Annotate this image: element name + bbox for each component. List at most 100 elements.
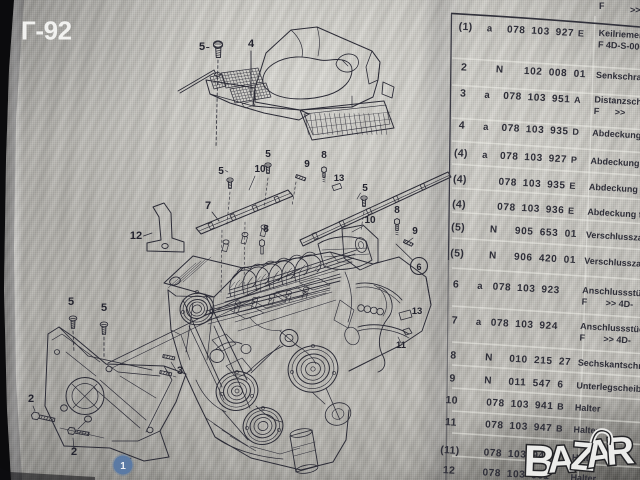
- svg-text:9: 9: [412, 226, 418, 237]
- svg-text:102 008 01: 102 008 01: [524, 66, 587, 80]
- svg-text:E: E: [578, 28, 585, 38]
- svg-text:078 103 927: 078 103 927: [500, 151, 568, 166]
- svg-text:13: 13: [412, 306, 423, 317]
- svg-text:a: a: [476, 317, 483, 328]
- svg-text:13: 13: [334, 173, 345, 184]
- svg-text:10: 10: [445, 394, 458, 407]
- svg-text:D: D: [572, 127, 580, 137]
- svg-text:078 103 923: 078 103 923: [492, 282, 560, 297]
- svg-text:Sechskantschraub: Sechskantschraub: [578, 357, 640, 371]
- svg-text:E: E: [568, 206, 575, 216]
- svg-text:Distanzschraube: Distanzschraube: [594, 94, 640, 108]
- svg-text:(5): (5): [450, 247, 464, 260]
- svg-text:N: N: [490, 224, 498, 235]
- svg-text:078 103 947: 078 103 947: [483, 447, 551, 462]
- svg-text:2: 2: [28, 393, 34, 405]
- svg-text:Senkschraube: Senkschraube: [596, 70, 640, 83]
- svg-text:8: 8: [321, 150, 327, 161]
- svg-text:Abdeckung fu. Za: Abdeckung fu. Za: [587, 207, 640, 221]
- svg-text:Halter: Halter: [570, 472, 597, 480]
- svg-text:6: 6: [453, 278, 460, 290]
- svg-text:078 103 935: 078 103 935: [501, 123, 569, 138]
- svg-text:078 103 947: 078 103 947: [485, 419, 553, 434]
- svg-text:4: 4: [248, 38, 255, 50]
- svg-text:8: 8: [263, 224, 269, 235]
- svg-text:5: 5: [265, 149, 271, 160]
- svg-text:12: 12: [130, 230, 142, 242]
- svg-text:Abdeckung fu. Za: Abdeckung fu. Za: [589, 182, 640, 196]
- svg-text:8: 8: [450, 349, 457, 361]
- svg-text:078 103 951: 078 103 951: [503, 91, 571, 106]
- svg-text:6: 6: [416, 262, 421, 272]
- svg-text:078 103 936: 078 103 936: [497, 202, 565, 217]
- svg-text:Halter: Halter: [573, 424, 600, 435]
- svg-text:>> 4D-: >> 4D-: [603, 334, 631, 346]
- svg-text:11: 11: [396, 340, 407, 351]
- svg-text:a: a: [477, 281, 484, 292]
- svg-text:8: 8: [394, 205, 400, 216]
- svg-text:(4): (4): [453, 173, 467, 186]
- svg-text:078 103 935: 078 103 935: [498, 177, 566, 192]
- svg-text:Z: Z: [569, 434, 597, 480]
- svg-text:N: N: [485, 352, 493, 363]
- svg-text:10: 10: [364, 215, 376, 226]
- svg-text:a: a: [487, 23, 494, 34]
- svg-text:B: B: [523, 436, 556, 480]
- svg-text:Anschlussstück: Anschlussstück: [582, 285, 640, 299]
- svg-text:10: 10: [254, 164, 266, 175]
- svg-text:1: 1: [120, 461, 126, 472]
- svg-text:P: P: [571, 155, 578, 165]
- svg-text:B: B: [556, 423, 564, 433]
- svg-text:(4): (4): [452, 198, 466, 211]
- svg-text:F: F: [599, 1, 605, 11]
- svg-text:N: N: [489, 250, 497, 261]
- svg-text:Anschlussstück: Anschlussstück: [580, 321, 640, 335]
- svg-text:5: 5: [218, 166, 224, 177]
- svg-text:(1): (1): [458, 21, 472, 34]
- svg-text:B: B: [557, 401, 565, 411]
- svg-text:9: 9: [449, 372, 456, 384]
- svg-text:078 103 961: 078 103 961: [482, 467, 550, 480]
- svg-text:Abdeckung f. Zah: Abdeckung f. Zah: [592, 128, 640, 142]
- svg-text:078 103 924: 078 103 924: [490, 318, 558, 333]
- svg-text:E: E: [569, 181, 576, 191]
- svg-text:010 215 27: 010 215 27: [509, 354, 572, 368]
- svg-text:Unterlegscheibe: Unterlegscheibe: [576, 380, 640, 394]
- svg-text:3: 3: [177, 365, 183, 377]
- svg-text:5: 5: [68, 296, 74, 308]
- svg-text:F: F: [581, 297, 588, 307]
- svg-text:a: a: [482, 150, 489, 161]
- svg-text:078 103 927: 078 103 927: [507, 24, 575, 39]
- svg-text:011 547 6: 011 547 6: [508, 377, 564, 391]
- svg-text:7: 7: [205, 200, 211, 212]
- svg-text:12: 12: [443, 464, 456, 477]
- svg-text:F: F: [594, 106, 601, 116]
- svg-text:9: 9: [304, 159, 310, 170]
- svg-text:11: 11: [445, 416, 457, 429]
- svg-text:2: 2: [461, 61, 468, 73]
- svg-text:>>: >>: [630, 5, 640, 15]
- svg-text:5: 5: [362, 183, 368, 194]
- svg-text:D: D: [554, 451, 562, 461]
- svg-text:F: F: [579, 333, 586, 343]
- svg-text:905 653 01: 905 653 01: [515, 226, 578, 240]
- svg-text:>>: >>: [614, 107, 625, 118]
- svg-text:5: 5: [199, 41, 205, 53]
- svg-text:A: A: [547, 438, 577, 480]
- svg-text:Abdeckung fu. Za: Abdeckung fu. Za: [590, 156, 640, 170]
- svg-text:a: a: [483, 122, 490, 133]
- svg-text:(11): (11): [440, 444, 460, 457]
- svg-text:F 4D-S-000 001: F 4D-S-000 001: [598, 39, 640, 53]
- svg-text:N: N: [496, 64, 504, 75]
- svg-text:3: 3: [460, 87, 467, 99]
- svg-text:7: 7: [451, 314, 458, 326]
- svg-text:078 103 941: 078 103 941: [486, 397, 554, 412]
- svg-text:A: A: [574, 95, 582, 105]
- svg-text:N: N: [484, 375, 492, 386]
- svg-text:906 420 01: 906 420 01: [514, 252, 577, 266]
- svg-text:4: 4: [458, 119, 465, 131]
- svg-text:Г-92: Г-92: [21, 16, 72, 46]
- svg-text:>> 4D-: >> 4D-: [605, 298, 633, 310]
- svg-text:5: 5: [101, 302, 107, 314]
- svg-text:2: 2: [71, 446, 77, 458]
